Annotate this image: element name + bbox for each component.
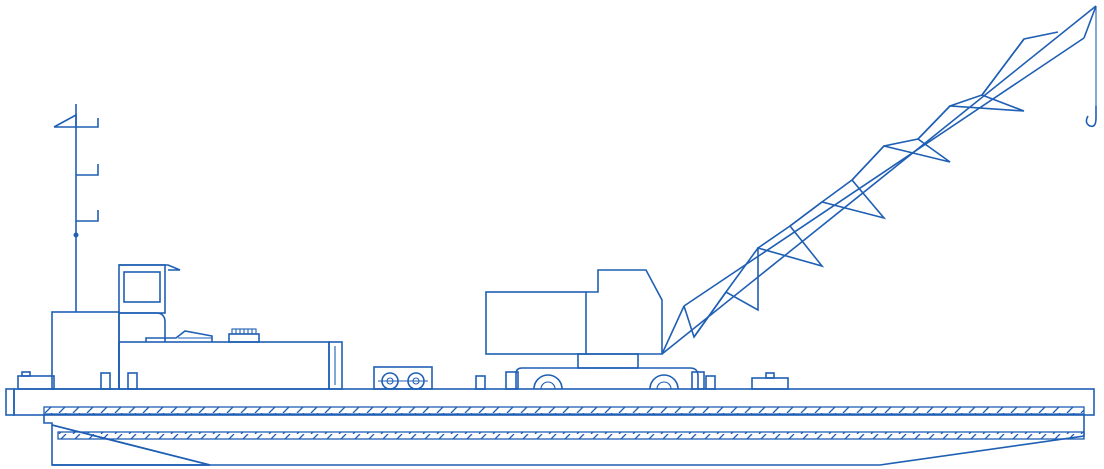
deck-house — [51, 264, 343, 390]
crane-counterweight — [485, 291, 587, 355]
mast-flag — [53, 113, 77, 128]
boom-lower-chord — [683, 37, 1085, 307]
hull-lower-body — [43, 415, 211, 466]
track-guard-right — [691, 371, 705, 390]
crawler-crane — [485, 269, 705, 390]
deckhouse-end-panel — [328, 341, 343, 390]
exhaust-stack — [228, 333, 260, 343]
crane-boom — [661, 5, 1097, 355]
crane-hook-icon — [1085, 106, 1097, 128]
crane-cab — [586, 269, 663, 355]
boom-tip — [1083, 5, 1097, 39]
mast — [53, 104, 99, 312]
boom-upper-chord — [661, 5, 1097, 355]
barge-hull — [5, 388, 1095, 466]
main-deckhouse — [118, 341, 330, 390]
bollard-left-cap — [21, 371, 31, 377]
track-guard-left — [505, 371, 519, 390]
cleat-4 — [705, 375, 716, 390]
cleat-1 — [100, 372, 111, 390]
track-wheel-left — [533, 374, 563, 390]
bollard-right-cap — [765, 372, 775, 379]
track-wheel-left-inner — [540, 381, 556, 390]
cleat-2 — [127, 372, 138, 390]
hull-hatch-band-upper — [43, 406, 1085, 415]
deck-house-aft-block — [51, 311, 120, 390]
wheelhouse-window — [123, 271, 161, 303]
mast-light-icon — [73, 232, 79, 238]
cleat-3 — [475, 375, 486, 390]
track-wheel-right — [649, 374, 679, 390]
bollard-right — [751, 377, 789, 390]
boom-lattice-diagonals — [693, 38, 1025, 338]
hull-hatch-band-lower — [57, 431, 1085, 440]
crane-turntable — [577, 353, 639, 369]
mast-yard-2 — [76, 164, 99, 176]
winch-box — [373, 366, 433, 390]
wheelhouse-lower — [119, 312, 166, 342]
boom-foot — [661, 305, 685, 355]
winch-housing — [373, 366, 433, 390]
hull-bumper-left — [5, 388, 15, 416]
wheelhouse-roof — [119, 264, 181, 271]
roof-vent — [145, 330, 213, 342]
bollard-left — [17, 375, 55, 390]
mast-yard-1 — [76, 118, 99, 128]
hull-bow-rake — [51, 424, 211, 466]
mast-yard-3 — [76, 210, 99, 222]
track-wheel-right-inner — [656, 381, 672, 390]
deck-fittings — [17, 371, 789, 390]
hull-lower-bottom — [52, 415, 1085, 466]
